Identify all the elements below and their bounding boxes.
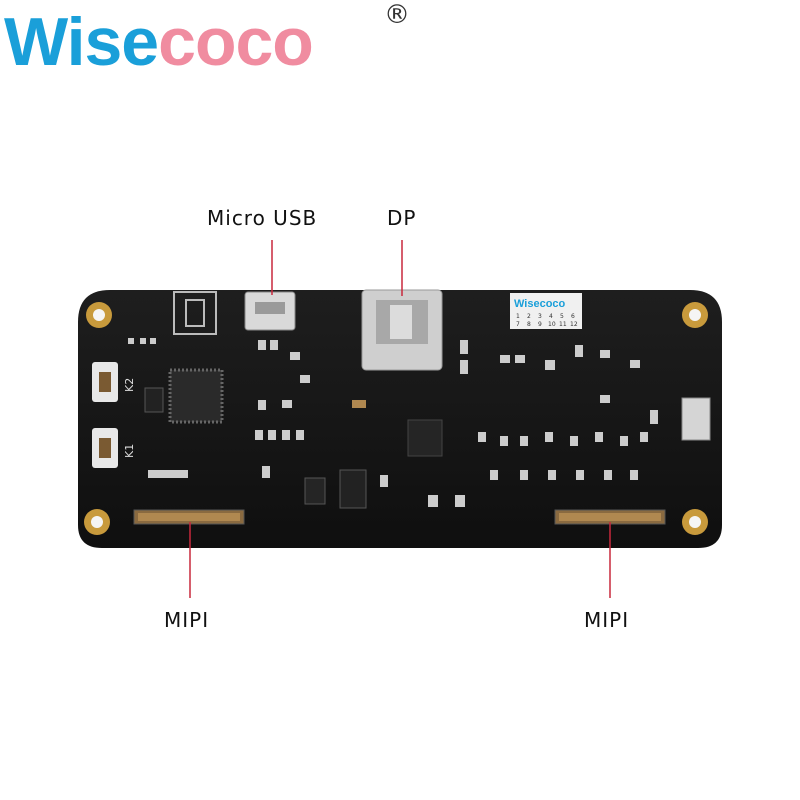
label-sticker xyxy=(510,293,582,329)
svg-text:12: 12 xyxy=(570,321,578,328)
label-dp: DP xyxy=(387,206,417,230)
svg-text:2: 2 xyxy=(527,313,531,320)
smd-components xyxy=(128,338,658,507)
svg-text:8: 8 xyxy=(527,321,531,328)
svg-text:9: 9 xyxy=(538,321,542,328)
brand-logo-coco: coco xyxy=(158,4,314,80)
sticker-logo: Wisecoco xyxy=(514,298,566,310)
svg-text:3: 3 xyxy=(538,313,542,320)
sticker-grid: 1 2 3 4 5 6 7 8 9 10 11 12 xyxy=(516,313,578,328)
callout-lines xyxy=(189,240,611,598)
brand-logo-wise: Wise xyxy=(4,4,159,80)
label-mipi-right: MIPI xyxy=(584,608,630,632)
svg-text:5: 5 xyxy=(560,313,564,320)
svg-text:11: 11 xyxy=(559,321,567,328)
mcu-chip xyxy=(168,368,224,424)
registered-mark: ® xyxy=(384,0,410,30)
svg-text:7: 7 xyxy=(516,321,520,328)
silk-k2: K2 xyxy=(123,378,136,392)
svg-text:1: 1 xyxy=(516,313,520,320)
svg-text:4: 4 xyxy=(549,313,553,320)
silk-k1: K1 xyxy=(123,444,136,458)
mounting-holes xyxy=(84,302,708,535)
brand-logo: Wisecoco xyxy=(4,2,314,82)
svg-text:6: 6 xyxy=(571,313,575,320)
pcb-board xyxy=(78,290,722,548)
label-mipi-left: MIPI xyxy=(164,608,210,632)
svg-text:10: 10 xyxy=(548,321,556,328)
label-micro-usb: Micro USB xyxy=(207,206,318,230)
